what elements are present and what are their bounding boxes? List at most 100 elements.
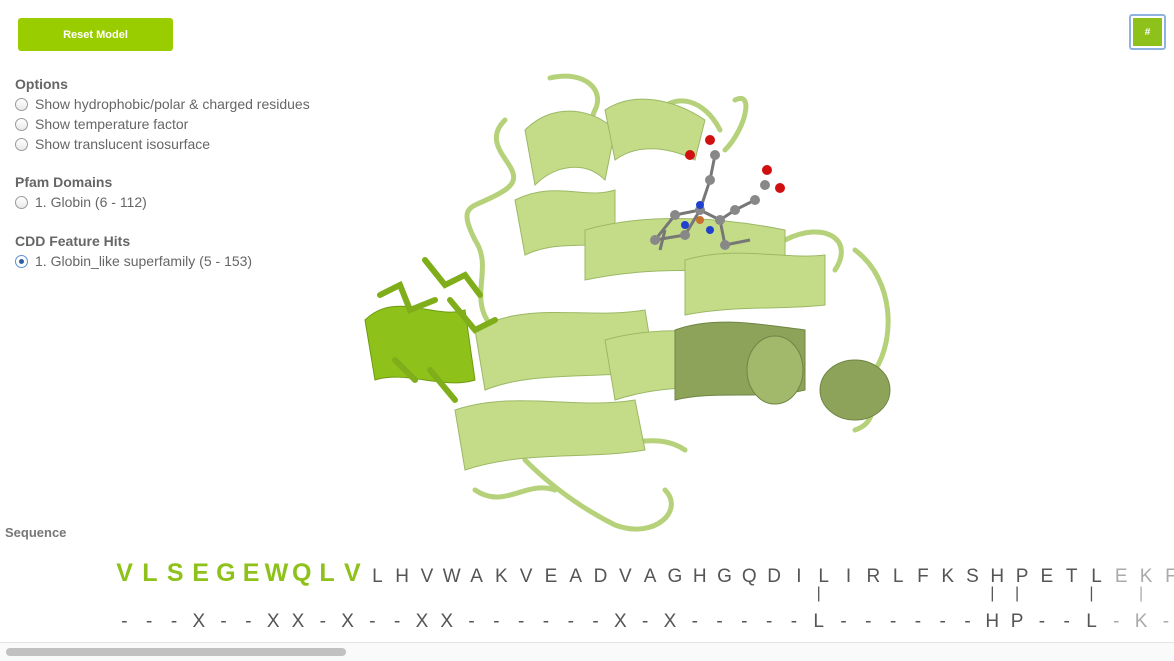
match-bar <box>186 585 211 603</box>
match-bar: | <box>990 585 995 602</box>
option-label: 1. Globin_like superfamily (5 - 153) <box>35 253 253 269</box>
radio-button[interactable] <box>15 195 28 209</box>
sequence-residue: A <box>569 566 583 587</box>
radio-button-selected[interactable] <box>15 254 28 268</box>
highlighted-sidechain <box>392 357 418 383</box>
pfam-title: Pfam Domains <box>15 174 113 190</box>
match-bar <box>1104 585 1129 603</box>
consensus-residue: X <box>440 611 454 632</box>
sequence-residue: W <box>442 566 461 587</box>
sequence-residue: G <box>667 566 683 587</box>
consensus-residue: - <box>939 611 946 632</box>
oxygen-atom <box>775 183 785 193</box>
sequence-title: Sequence <box>5 525 67 540</box>
match-bar <box>286 585 311 603</box>
match-bar <box>261 585 286 603</box>
consensus-residue: X <box>291 611 305 632</box>
consensus-residue: - <box>369 611 376 632</box>
carbon-atom <box>720 240 730 250</box>
scrollbar-thumb[interactable] <box>6 648 346 656</box>
sequence-residue: S <box>966 566 979 587</box>
cdd-item-globin-like[interactable]: 1. Globin_like superfamily (5 - 153) <box>15 252 252 270</box>
highlighted-sidechain <box>427 367 458 403</box>
consensus-residue: - <box>146 611 153 632</box>
match-bar <box>707 585 732 603</box>
match-bar <box>831 585 856 603</box>
match-bar <box>410 585 435 603</box>
protein-structure-viewer[interactable] <box>355 70 915 540</box>
highlighted-helix <box>364 305 476 384</box>
consensus-residue: - <box>1113 611 1120 632</box>
consensus-residue: - <box>889 611 897 632</box>
match-bar <box>1153 585 1174 603</box>
sequence-residue: L <box>142 559 158 587</box>
consensus-residue: L <box>1086 611 1097 632</box>
radio-button[interactable] <box>15 137 28 151</box>
consensus-residue: - <box>1063 611 1070 632</box>
helix-ribbon <box>524 110 616 187</box>
reset-model-button[interactable]: Reset Model <box>18 18 173 51</box>
fullscreen-hash-button[interactable]: # <box>1129 14 1166 50</box>
iron-atom <box>696 216 704 224</box>
consensus-residue: X <box>266 611 280 632</box>
carbon-atom <box>710 150 720 160</box>
sequence-residue: K <box>941 566 955 587</box>
match-bar <box>906 585 931 603</box>
match-bar <box>881 585 906 603</box>
consensus-residue: - <box>245 611 252 632</box>
consensus-residue: X <box>192 611 206 632</box>
helix-ribbon-dark <box>746 335 804 405</box>
consensus-residue: - <box>641 611 649 632</box>
consensus-residue: - <box>493 611 500 632</box>
horizontal-scrollbar[interactable] <box>0 642 1174 661</box>
sequence-residue: V <box>519 566 533 587</box>
match-bar <box>633 585 658 603</box>
match-bar <box>608 585 633 603</box>
match-bar <box>509 585 534 603</box>
match-bar <box>856 585 881 603</box>
consensus-residue: - <box>170 611 178 632</box>
consensus-residue: - <box>716 611 723 632</box>
consensus-residue: - <box>840 611 847 632</box>
carbon-atom <box>670 210 680 220</box>
consensus-residue: - <box>394 611 401 632</box>
nitrogen-atom <box>696 201 704 209</box>
carbon-atom <box>760 180 770 190</box>
consensus-residue: X <box>613 611 627 632</box>
oxygen-atom <box>685 150 695 160</box>
carbon-atom <box>650 235 660 245</box>
option-hydrophobic[interactable]: Show hydrophobic/polar & charged residue… <box>15 95 310 113</box>
highlighted-sidechain <box>422 257 483 298</box>
carbon-atom <box>680 230 690 240</box>
radio-button[interactable] <box>15 117 28 131</box>
match-bar <box>930 585 955 603</box>
consensus-residue: - <box>567 611 574 632</box>
consensus-residue: - <box>220 611 227 632</box>
oxygen-atom <box>705 135 715 145</box>
helix-ribbon-dark <box>819 359 891 421</box>
consensus-residue: - <box>1162 611 1170 632</box>
pfam-item-globin[interactable]: 1. Globin (6 - 112) <box>15 193 147 211</box>
match-bar: | <box>816 585 821 602</box>
carbon-atom <box>715 215 725 225</box>
sequence-residue: K <box>495 566 508 587</box>
match-bar <box>757 585 782 603</box>
sequence-residue: G <box>717 566 732 587</box>
cdd-title: CDD Feature Hits <box>15 233 131 249</box>
match-bar <box>162 585 187 603</box>
match-bar <box>459 585 484 603</box>
nitrogen-atom <box>681 221 689 229</box>
sequence-residue: E <box>242 559 260 587</box>
match-bar <box>310 585 335 603</box>
carbon-atom <box>705 175 715 185</box>
sequence-residue: V <box>116 559 133 587</box>
option-temperature[interactable]: Show temperature factor <box>15 115 188 133</box>
match-bar <box>211 585 236 603</box>
sequence-residue: L <box>319 559 335 587</box>
coil-loop <box>522 457 674 532</box>
option-isosurface[interactable]: Show translucent isosurface <box>15 135 210 153</box>
radio-button[interactable] <box>15 97 28 111</box>
consensus-residue: X <box>341 611 354 632</box>
oxygen-atom <box>762 165 772 175</box>
